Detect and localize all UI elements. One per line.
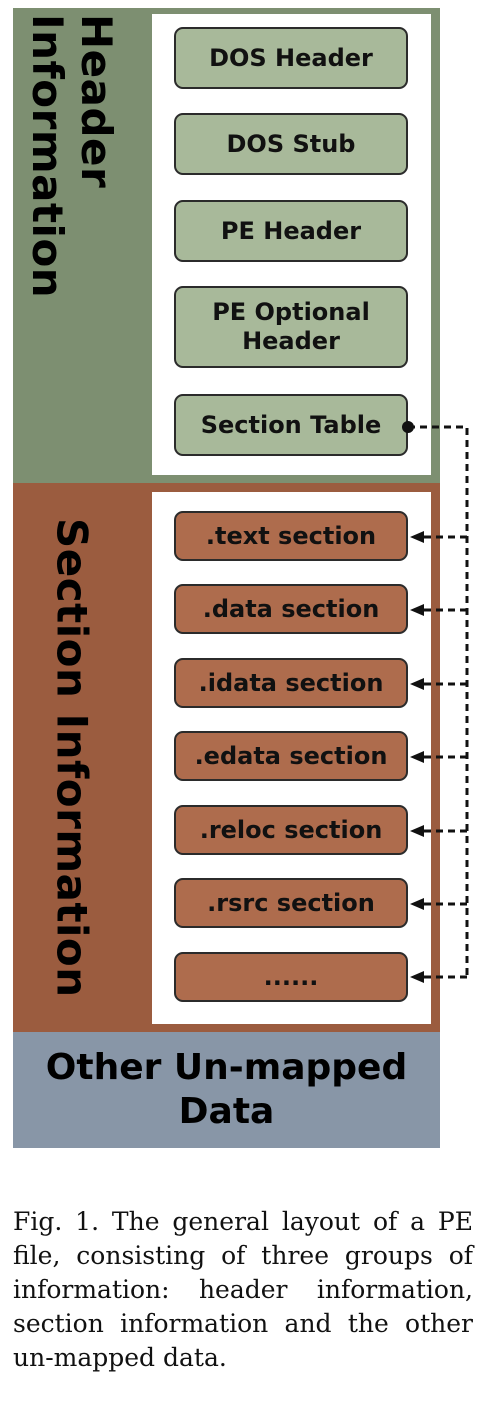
section-information-label: Section Information <box>47 517 97 998</box>
section-table-dot <box>402 421 414 433</box>
data-section-box: .data section <box>174 584 408 634</box>
rsrc-section-box: .rsrc section <box>174 878 408 928</box>
arrowhead-idata-section <box>410 678 424 690</box>
dos-header-box: DOS Header <box>174 27 408 89</box>
pe-optional-header-box: PE Optional Header <box>174 286 408 368</box>
arrowhead-reloc-section <box>410 825 424 837</box>
arrowhead-rsrc-section <box>410 898 424 910</box>
pe-header-box: PE Header <box>174 200 408 262</box>
reloc-section-box: .reloc section <box>174 805 408 855</box>
arrowhead-text-section <box>410 531 424 543</box>
other-unmapped-data-group: Other Un-mapped Data <box>13 1032 440 1148</box>
connector-trunk <box>408 425 469 977</box>
idata-section-box: .idata section <box>174 658 408 708</box>
other-unmapped-data-label: Other Un-mapped Data <box>45 1047 408 1132</box>
more-sections-box: ...... <box>174 952 408 1002</box>
section-table-box: Section Table <box>174 394 408 456</box>
text-section-box: .text section <box>174 511 408 561</box>
dos-stub-box: DOS Stub <box>174 113 408 175</box>
figure-caption: Fig. 1. The general layout of a PE file,… <box>13 1207 473 1372</box>
arrowhead-more-sections <box>410 971 424 983</box>
arrowhead-edata-section <box>410 751 424 763</box>
arrowhead-data-section <box>410 604 424 616</box>
edata-section-box: .edata section <box>174 731 408 781</box>
header-information-label: Header Information <box>23 14 121 299</box>
